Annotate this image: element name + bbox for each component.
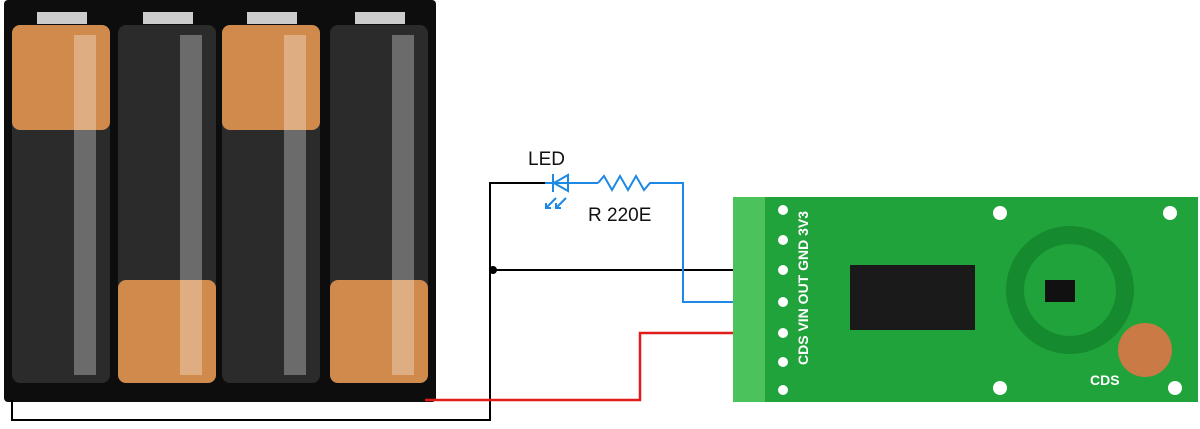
- signal-wire: [545, 173, 780, 303]
- radar-sensor-module: CDS VIN OUT GND 3V3 CDS: [733, 197, 1198, 402]
- pin-labels: CDS VIN OUT GND 3V3: [795, 211, 811, 365]
- ic-chip: [850, 265, 975, 330]
- pin-hole: [778, 265, 788, 275]
- resistor-label: R 220E: [588, 205, 651, 226]
- battery-pack: [4, 0, 436, 402]
- battery-cell: [12, 12, 110, 383]
- pin-hole: [778, 357, 788, 367]
- battery-cell: [222, 12, 320, 383]
- pin-hole: [778, 205, 788, 215]
- power-wire: [425, 331, 780, 402]
- resistor-symbol: [597, 173, 780, 303]
- pin-hole: [778, 297, 788, 307]
- wire-junction: [489, 266, 497, 274]
- pin-hole: [778, 235, 788, 245]
- cds-label: CDS: [1090, 372, 1120, 388]
- ground-wire: [11, 182, 780, 421]
- led-label: LED: [528, 149, 565, 170]
- battery-cell: [118, 12, 216, 383]
- led-symbol: [551, 173, 569, 193]
- pin-hole: [778, 385, 788, 395]
- pin-hole: [778, 328, 788, 338]
- photoresistor: [1118, 323, 1172, 377]
- battery-cell: [330, 12, 428, 383]
